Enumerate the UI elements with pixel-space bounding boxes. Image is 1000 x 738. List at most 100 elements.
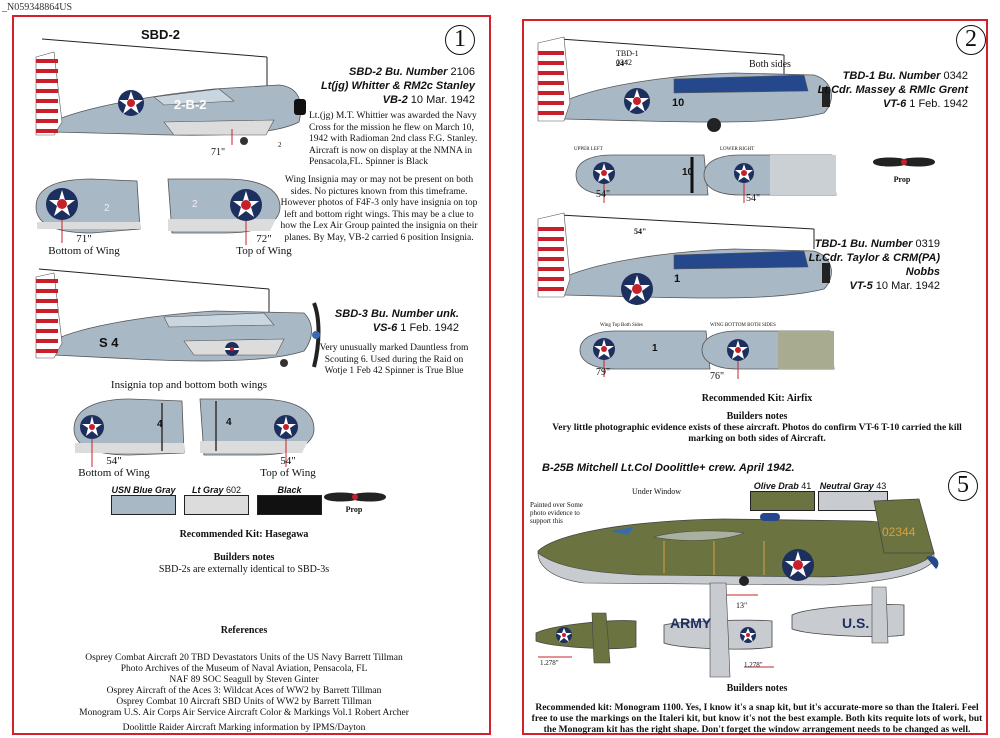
right-recommended-kit: Recommended Kit: Airfix xyxy=(701,393,813,404)
tbd0342-wing-left-measure: 54" xyxy=(596,189,611,200)
swatch-usn-blue-gray: USN Blue Gray xyxy=(111,485,176,515)
tbd-prop-label: Prop xyxy=(893,175,911,184)
right-builders-title: Builders notes xyxy=(726,411,788,422)
reference-item: Osprey Combat Aircraft 20 TBD Devastator… xyxy=(85,653,403,663)
sbd2-heading: SBD-2 Bu. Number 2106 Lt(jg) Whitter & R… xyxy=(320,66,475,106)
b25-us-label: U.S. xyxy=(842,615,870,631)
tbd0342-rudder-stripes xyxy=(538,51,564,115)
tbd0342-both-sides: Both sides xyxy=(749,59,791,70)
swatch-neutral-gray: Neutral Gray 43 xyxy=(818,481,888,511)
tbd0319-bottom-wing xyxy=(701,330,835,379)
left-recommended-kit: Recommended Kit: Hasegawa xyxy=(179,529,309,540)
sbd2-bottom-wing xyxy=(35,178,141,243)
b25-measure-c: 1.278" xyxy=(744,661,763,669)
b25-measure-a: 13" xyxy=(736,601,748,610)
tbd0319-top-wing xyxy=(579,330,711,377)
tbd0319-rudder-stripes xyxy=(538,227,564,291)
sbd3-wing-code-top: 4 xyxy=(226,417,232,428)
sbd3-wing-insignia xyxy=(225,342,239,356)
prop-icon xyxy=(324,492,386,502)
sbd3-side-profile xyxy=(35,268,321,368)
panel-number-2: 2 xyxy=(956,25,986,55)
tbd0319-wing-left-measure: 79" xyxy=(596,367,611,378)
sbd2-measure: 71" xyxy=(211,147,226,158)
b25-measure-b: 1.278" xyxy=(540,659,559,667)
right-panel: 2 TBD-1 0342 24" Both sides 10 TBD-1 xyxy=(522,19,988,735)
tbd0342-side-profile xyxy=(537,36,832,132)
tbd0319-side-profile xyxy=(537,212,832,305)
sbd3-top-wing xyxy=(199,398,315,467)
swatch-olive-drab: Olive Drab 41 xyxy=(750,481,815,511)
b25-recommended-kit: Recommended kit: Monogram 1100. Yes, I k… xyxy=(531,703,983,735)
reference-item: Monogram U.S. Air Corps Air Service Airc… xyxy=(79,708,409,718)
reference-item: Osprey Aircraft of the Aces 3: Wildcat A… xyxy=(106,686,382,696)
b25-upper-left-wing xyxy=(535,612,637,664)
sbd3-wing-code-bottom: 4 xyxy=(157,419,163,430)
sbd3-rudder-stripes xyxy=(36,279,58,353)
sbd3-code: S 4 xyxy=(99,335,119,350)
tbd0342-wing-right-measure: 54" xyxy=(746,193,761,204)
b25-painted-over-note: Painted over Some photo evidence to supp… xyxy=(530,501,583,525)
sbd2-type-label: SBD-2 xyxy=(141,27,181,42)
reference-item: Osprey Combat 10 Aircraft SBD Units of W… xyxy=(116,697,372,707)
serial-number: _N059348864US xyxy=(2,2,73,13)
tbd0319-wing-right-label: WING BOTTOM BOTH SIDES xyxy=(710,323,776,328)
b25-builders-title: Builders notes xyxy=(726,683,788,694)
b25-under-window-note: Under Window xyxy=(632,487,682,496)
sbd3-bottom-wing xyxy=(73,398,185,467)
left-panel: 1 SBD-2 2-B-2 71" 2 SBD-2 Bu. N xyxy=(12,15,491,735)
sbd2-small-num: 2 xyxy=(278,141,282,149)
sbd2-top-wing xyxy=(167,178,281,245)
panel-number-1: 1 xyxy=(445,25,475,55)
tbd0342-fuselage-insignia xyxy=(624,88,650,114)
sbd2-rudder-stripes xyxy=(36,59,58,133)
sbd3-heading: SBD-3 Bu. Number unk. VS-6 1 Feb. 1942 xyxy=(334,308,459,334)
tbd-prop-icon xyxy=(873,157,935,167)
sbd2-wing-note: Wing Insignia may or may not be present … xyxy=(280,175,478,243)
tbd0342-wing-code: 10 xyxy=(682,167,694,178)
tbd0342-fuselage-code: 10 xyxy=(672,97,685,109)
tbd0319-heading: TBD-1 Bu. Number 0319 Lt.Cdr. Taylor & C… xyxy=(808,238,940,292)
b25-lower-wing-us xyxy=(791,586,905,644)
panel-number-5: 5 xyxy=(948,471,978,501)
b25-heading: B-25B Mitchell Lt.Col Doolittle+ crew. A… xyxy=(542,462,795,474)
tbd0319-fuselage-insignia xyxy=(621,273,653,305)
prop-label: Prop xyxy=(345,505,363,514)
tbd0342-heading: TBD-1 Bu. Number 0342 Lt.Cdr. Massey & R… xyxy=(817,70,968,110)
sbd2-note: Lt.(jg) M.T. Whittier was awarded the Na… xyxy=(309,111,478,167)
references-title: References xyxy=(220,625,268,636)
sbd3-note: Very unusually marked Dauntless from Sco… xyxy=(319,343,469,376)
tbd0342-tail-label: TBD-1 0342 xyxy=(616,49,639,67)
tbd0319-measure: 54" xyxy=(634,227,647,236)
tbd0342-lower-right-wing xyxy=(703,154,837,203)
sbd2-code: 2-B-2 xyxy=(174,97,207,112)
b25-tail-code: 02344 xyxy=(882,525,916,539)
swatch-lt-gray: Lt Gray 602 xyxy=(184,485,249,515)
tbd0319-fuselage-code: 1 xyxy=(674,273,681,285)
tbd0319-wing-left-label: Wing Top Both Sides xyxy=(600,323,643,328)
tbd0319-wing-code: 1 xyxy=(652,343,658,354)
sbd3-insignia-note: Insignia top and bottom both wings xyxy=(110,379,268,391)
tbd0342-wing-right-label: LOWER RIGHT xyxy=(720,147,755,152)
reference-item: NAF 89 SOC Seagull by Steven Ginter xyxy=(169,675,319,685)
sbd2-top-wing-caption: 72" Top of Wing xyxy=(236,233,292,257)
tbd0342-measure: 24" xyxy=(616,59,629,68)
sbd2-bottom-wing-caption: 71" Bottom of Wing xyxy=(48,233,120,257)
tbd0319-wing-right-measure: 76" xyxy=(710,371,725,382)
tbd0342-upper-left-wing xyxy=(575,154,709,203)
sbd2-wing-code-bottom: 2 xyxy=(104,203,110,214)
right-builders-text: Very little photographic evidence exists… xyxy=(552,423,962,444)
b25-fuselage-insignia xyxy=(782,549,814,581)
sbd2-wing-code-top: 2 xyxy=(192,199,198,210)
sbd2-fuselage-insignia xyxy=(118,90,144,116)
sbd3-bottom-wing-caption: 54" Bottom of Wing xyxy=(78,455,150,479)
references-list: Osprey Combat Aircraft 20 TBD Devastator… xyxy=(44,653,444,719)
left-builders-text: SBD-2s are externally identical to SBD-3… xyxy=(158,564,330,575)
b25-army-label: ARMY xyxy=(670,615,712,631)
sbd2-side-profile xyxy=(35,38,306,145)
swatch-black: Black xyxy=(257,485,322,515)
b25-lower-wing-army xyxy=(663,582,774,678)
doolittle-credit: Doolittle Raider Aircraft Marking inform… xyxy=(122,723,366,733)
sbd3-top-wing-caption: 54" Top of Wing xyxy=(260,455,316,479)
reference-item: Photo Archives of the Museum of Naval Av… xyxy=(120,664,368,674)
